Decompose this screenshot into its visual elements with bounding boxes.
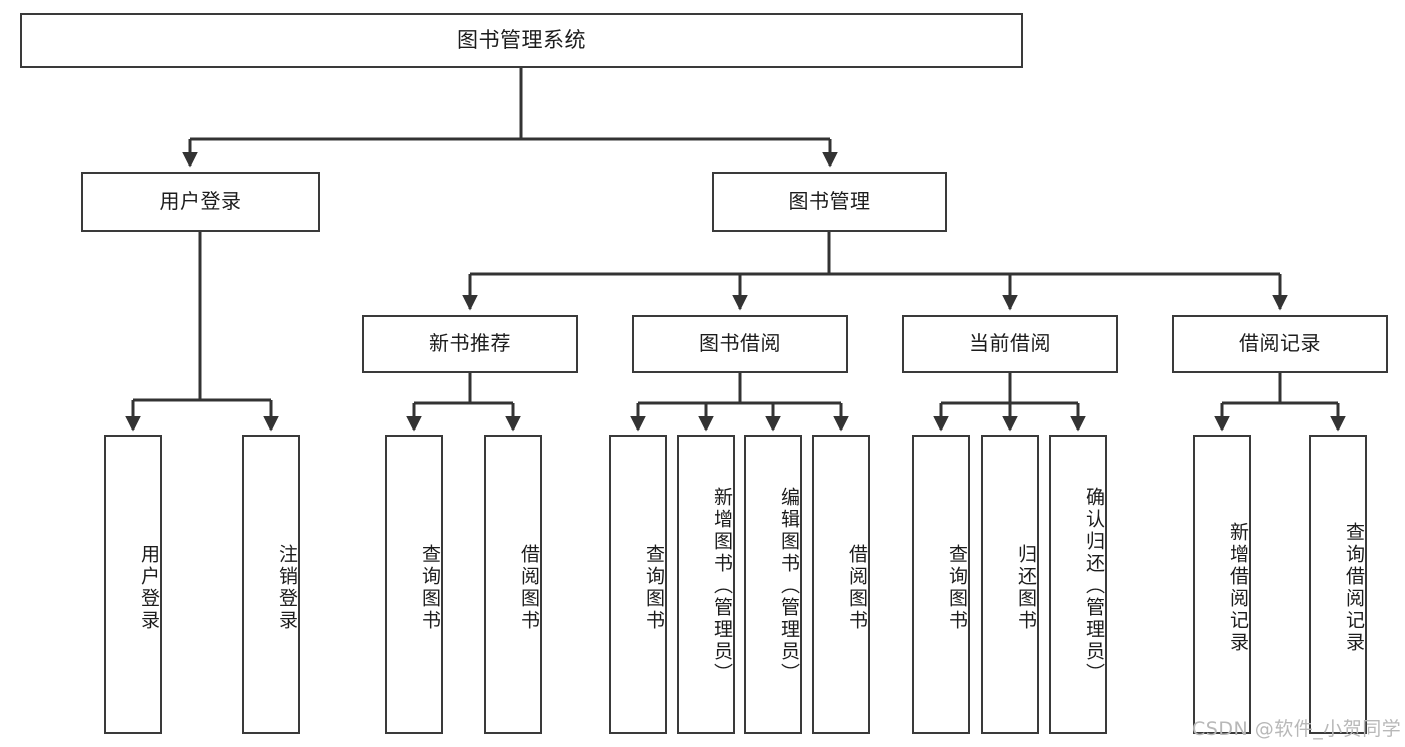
node-current-borrow-label: 当前借阅 — [969, 331, 1051, 356]
node-user-login[interactable]: 用户登录 — [81, 172, 320, 232]
watermark: CSDN @软件_小贺同学 — [1192, 718, 1402, 740]
node-user-login-label: 用户登录 — [159, 189, 242, 214]
leaf-query-book-current[interactable]: 查询图书 — [912, 435, 970, 734]
leaf-confirm-return-label: 确认归还（管理员） — [1083, 486, 1105, 685]
leaf-logout[interactable]: 注销登录 — [242, 435, 300, 734]
node-book-borrow[interactable]: 图书借阅 — [632, 315, 848, 373]
leaf-query-borrow-record-label: 查询借阅记录 — [1343, 521, 1365, 654]
leaf-borrow-book-new[interactable]: 借阅图书 — [484, 435, 542, 734]
leaf-add-borrow-record[interactable]: 新增借阅记录 — [1193, 435, 1251, 734]
leaf-add-book-label: 新增图书（管理员） — [711, 486, 733, 685]
leaf-borrow-book-new-label: 借阅图书 — [518, 543, 540, 632]
leaf-add-book[interactable]: 新增图书（管理员） — [677, 435, 735, 734]
node-borrow-record-label: 借阅记录 — [1239, 331, 1321, 356]
leaf-edit-book[interactable]: 编辑图书（管理员） — [744, 435, 802, 734]
node-current-borrow[interactable]: 当前借阅 — [902, 315, 1118, 373]
node-book-borrow-label: 图书借阅 — [699, 331, 781, 356]
node-book-manage-label: 图书管理 — [788, 189, 871, 214]
leaf-query-book-current-label: 查询图书 — [946, 543, 968, 632]
leaf-query-borrow-record[interactable]: 查询借阅记录 — [1309, 435, 1367, 734]
leaf-user-login[interactable]: 用户登录 — [104, 435, 162, 734]
node-new-book-recommend[interactable]: 新书推荐 — [362, 315, 578, 373]
leaf-edit-book-label: 编辑图书（管理员） — [778, 486, 800, 685]
leaf-query-book-new[interactable]: 查询图书 — [385, 435, 443, 734]
node-root-label: 图书管理系统 — [457, 28, 586, 53]
node-book-manage[interactable]: 图书管理 — [712, 172, 947, 232]
leaf-borrow-book[interactable]: 借阅图书 — [812, 435, 870, 734]
leaf-return-book[interactable]: 归还图书 — [981, 435, 1039, 734]
leaf-confirm-return[interactable]: 确认归还（管理员） — [1049, 435, 1107, 734]
node-new-book-recommend-label: 新书推荐 — [429, 331, 511, 356]
leaf-user-login-label: 用户登录 — [138, 543, 160, 632]
leaf-query-book-borrow[interactable]: 查询图书 — [609, 435, 667, 734]
node-root[interactable]: 图书管理系统 — [20, 13, 1023, 68]
leaf-query-book-new-label: 查询图书 — [419, 543, 441, 632]
leaf-return-book-label: 归还图书 — [1015, 543, 1037, 632]
leaf-query-book-borrow-label: 查询图书 — [643, 543, 665, 632]
node-borrow-record[interactable]: 借阅记录 — [1172, 315, 1388, 373]
leaf-logout-label: 注销登录 — [276, 543, 298, 632]
leaf-borrow-book-label: 借阅图书 — [846, 543, 868, 632]
leaf-add-borrow-record-label: 新增借阅记录 — [1227, 521, 1249, 654]
